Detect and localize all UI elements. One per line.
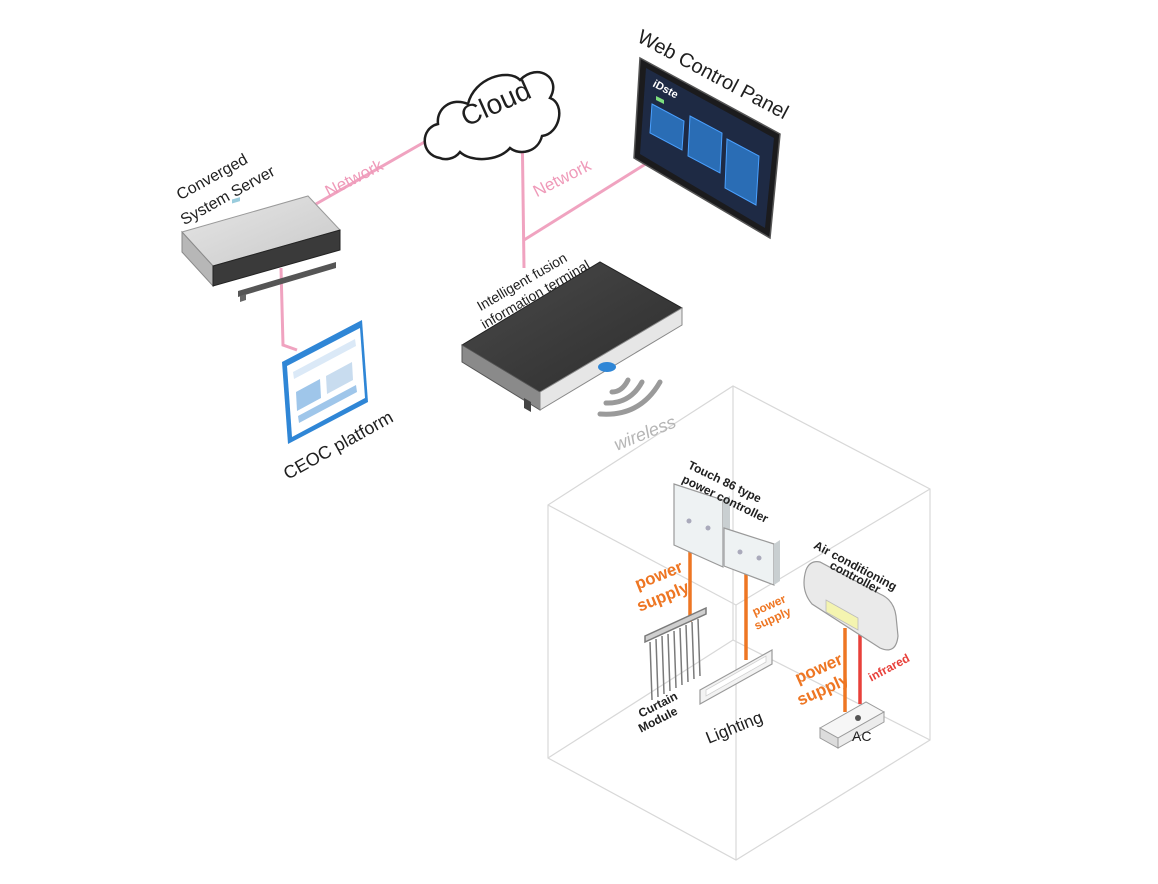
touch-controller-icon [673, 483, 780, 586]
fusion-terminal-icon [461, 261, 684, 412]
wireless-icon [597, 377, 663, 417]
ceoc-platform-icon [282, 320, 368, 444]
ac-unit-icon [818, 701, 886, 749]
converged-server-icon [181, 195, 341, 302]
network-lines [279, 117, 653, 352]
lighting-icon [699, 648, 773, 706]
cloud-icon [423, 70, 561, 161]
ac-controller-icon [803, 561, 899, 651]
ac-label: AC [852, 728, 872, 744]
web-control-panel-icon: iDste [633, 56, 781, 240]
curtain-module-icon [644, 606, 707, 701]
